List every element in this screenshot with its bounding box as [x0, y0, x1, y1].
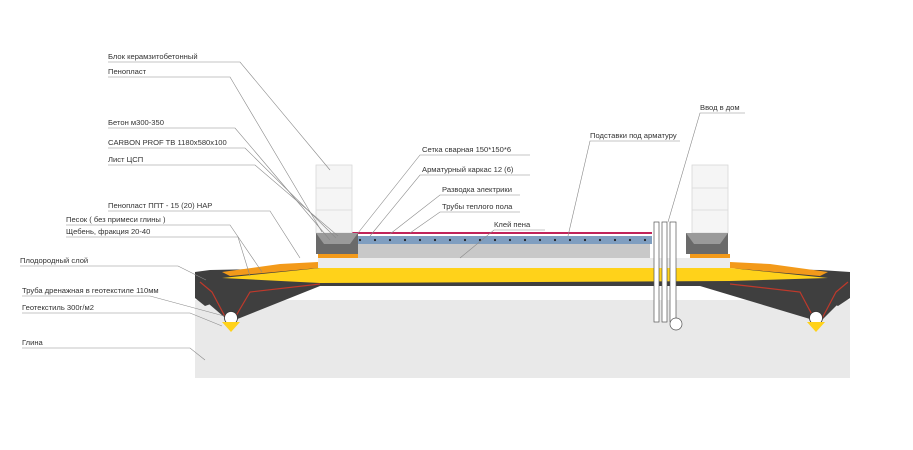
label-wiring: Разводка электрики [442, 185, 512, 194]
rebar-dot [583, 238, 587, 242]
label-drain: Труба дренажная в геотекстиле 110мм [22, 286, 159, 295]
inlet-pipe-1 [653, 221, 660, 323]
label-mesh: Сетка сварная 150*150*6 [422, 145, 511, 154]
rebar-dot [598, 238, 602, 242]
label-carbon: CARBON PROF TB 1180х580х100 [108, 138, 227, 147]
inlet-pipe-3 [669, 221, 677, 323]
concrete-slab [358, 244, 650, 258]
rebar-dot [373, 238, 377, 242]
leader-wiring [389, 194, 520, 235]
label-block: Блок керамзитобетонный [108, 52, 198, 61]
leader-heating [409, 211, 520, 234]
clay-ground [195, 300, 850, 378]
wall-block-right [691, 164, 729, 234]
rebar-dot [568, 238, 572, 242]
leader-foam [108, 76, 323, 233]
label-csp: Лист ЦСП [108, 155, 143, 164]
wall-block-left [315, 164, 353, 234]
rebar-dot [643, 238, 647, 242]
label-glue: Клей пена [494, 220, 531, 229]
rebar-dot [433, 238, 437, 242]
label-topsoil: Плодородный слой [20, 256, 88, 265]
label-ppt: Пенопласт ППТ - 15 (20) НАР [108, 201, 212, 210]
ppt-foam-left-slope [222, 262, 318, 276]
leader-inlet [667, 112, 745, 223]
rebar-dot [388, 238, 392, 242]
ppt-foam-right-slope [730, 262, 828, 276]
label-concrete: Бетон м300-350 [108, 118, 164, 127]
label-inlet: Ввод в дом [700, 103, 740, 112]
rebar-dots [343, 238, 647, 242]
leader-csp [108, 164, 339, 237]
leader-ppt [108, 210, 301, 259]
leader-geotextile [22, 312, 223, 327]
rebar-dot [508, 238, 512, 242]
slab-lower [318, 258, 730, 268]
rebar-dot [418, 238, 422, 242]
inlet-pipe-2 [661, 221, 668, 323]
leader-sand [66, 224, 263, 273]
wall-base-taper-right [686, 233, 728, 244]
rebar-dot [478, 238, 482, 242]
rebar-dot [523, 238, 527, 242]
label-gravel: Щебень, фракция 20-40 [66, 227, 150, 236]
leader-supports [567, 140, 680, 237]
leader-block [108, 61, 331, 171]
leader-mesh [357, 154, 530, 234]
rebar-dot [403, 238, 407, 242]
label-rebar: Арматурный каркас 12 (6) [422, 165, 514, 174]
label-clay: Глина [22, 338, 44, 347]
rebar-dot [538, 238, 542, 242]
leader-gravel [66, 236, 251, 277]
leader-rebar [369, 174, 530, 237]
rebar-dot [448, 238, 452, 242]
label-supports: Подставки под арматуру [590, 131, 677, 140]
rebar-dot [628, 238, 632, 242]
drain-fill-left [222, 322, 240, 332]
leader-clay [22, 347, 206, 361]
sand-layer [222, 268, 828, 283]
label-heating: Трубы теплого пола [442, 202, 513, 211]
leader-topsoil [20, 265, 207, 281]
rebar-dot [493, 238, 497, 242]
leader-glue [459, 229, 545, 259]
rebar-dot [358, 238, 362, 242]
label-foam: Пенопласт [108, 67, 147, 76]
leader-drain [22, 295, 225, 317]
inlet-pipe-elbow [669, 317, 683, 331]
leader-concrete [108, 127, 331, 241]
carbon-insulation [330, 236, 652, 244]
label-geotextile: Геотекстиль 300г/м2 [22, 303, 94, 312]
rebar-dot [553, 238, 557, 242]
rebar-dot [463, 238, 467, 242]
rebar-dot [613, 238, 617, 242]
drain-fill-right [807, 322, 825, 332]
label-sand: Песок ( без примеси глины ) [66, 215, 166, 224]
gravel-shoulder-right [825, 272, 850, 306]
